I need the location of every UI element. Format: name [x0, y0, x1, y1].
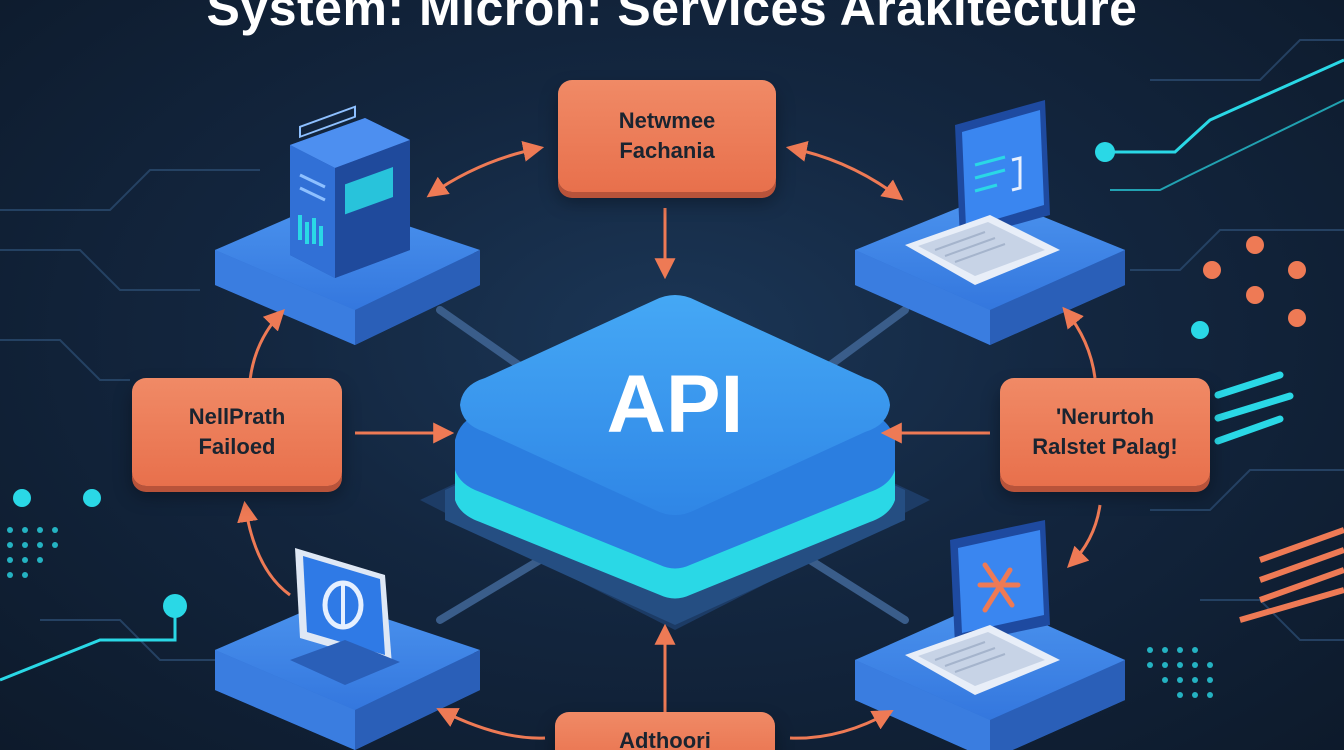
circuit-node-dot	[163, 594, 187, 618]
arrow-left-to-topleft	[248, 308, 285, 381]
orange-dot-cluster	[1203, 236, 1306, 327]
node-bottom-right[interactable]	[855, 520, 1125, 750]
laptop-monitor-icon	[905, 100, 1060, 285]
label-box-right[interactable]: 'Nerurtoh Ralstet Palag!	[1000, 378, 1210, 486]
flow-arrows	[237, 141, 1102, 740]
arrow-top-to-topright	[785, 141, 904, 201]
monitor-circle-icon	[290, 548, 400, 685]
api-block[interactable]	[420, 295, 930, 630]
label-left-line2: Failoed	[198, 434, 276, 459]
circuit-background	[0, 39, 1344, 661]
circuit-node-dot	[13, 489, 31, 507]
label-top-line1: Netwmee	[618, 108, 716, 133]
label-left-line1: NellPrath	[188, 404, 286, 429]
arrow-right-to-bottomright	[1067, 504, 1102, 568]
api-label: API	[606, 359, 744, 450]
arrow-topright-to-right	[1062, 306, 1097, 379]
diagram-title: System: Micron: Services Arakitecture	[206, 0, 1138, 36]
node-top-left[interactable]	[215, 105, 480, 345]
arrow-bottom-to-bottomright	[789, 709, 894, 740]
label-right-line2: Ralstet Palag!	[1032, 434, 1178, 459]
laptop-cross-icon	[905, 520, 1060, 695]
arrow-bottomleft-to-left	[237, 500, 291, 597]
circuit-node-dot	[1191, 321, 1209, 339]
label-bottom-line1: Adthoori	[619, 728, 711, 750]
circuit-node-dot	[1095, 142, 1115, 162]
node-top-right[interactable]	[855, 100, 1125, 345]
cyan-dot-grid	[7, 527, 58, 578]
label-box-bottom[interactable]: Adthoori	[555, 712, 775, 750]
server-tower-icon	[290, 105, 410, 278]
orange-stripe-decor	[1239, 527, 1344, 623]
label-box-top[interactable]: Netwmee Fachania	[558, 80, 776, 192]
cyan-stripe-decor	[1214, 371, 1294, 445]
circuit-accent-lines	[0, 58, 1344, 682]
label-box-left[interactable]: NellPrath Failoed	[132, 378, 342, 486]
cyan-dot-grid	[1147, 647, 1213, 698]
label-right-line1: 'Nerurtoh	[1055, 404, 1155, 429]
label-top-line2: Fachania	[619, 138, 715, 163]
circuit-node-dot	[83, 489, 101, 507]
arrow-bottomleft-to-bottom	[436, 708, 546, 740]
node-bottom-left[interactable]	[215, 548, 480, 750]
arrow-topleft-to-top	[426, 141, 545, 198]
